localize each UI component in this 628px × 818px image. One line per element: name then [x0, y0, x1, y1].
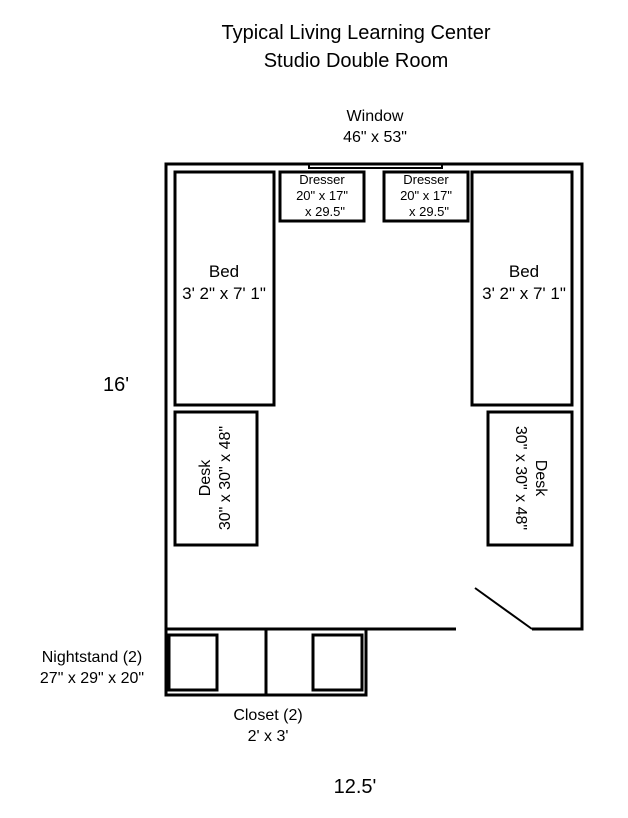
dresser-left-height: x 29.5"	[305, 204, 345, 219]
nightstand-label: Nightstand (2)	[42, 649, 143, 666]
closet-label: Closet (2)	[233, 707, 302, 724]
window	[308, 163, 443, 169]
room-length: 16'	[103, 374, 129, 396]
desk-right-label: Desk	[532, 460, 549, 497]
window-label: Window	[347, 108, 404, 125]
door	[474, 587, 533, 630]
dresser-left	[278, 170, 366, 223]
window-size: 46" x 53"	[343, 129, 407, 146]
title-line-2: Studio Double Room	[264, 50, 449, 72]
bed-right-label: Bed	[509, 262, 539, 281]
desk-right	[486, 410, 574, 547]
dresser-right-size: 20" x 17"	[400, 188, 452, 203]
nightstand-right	[311, 633, 364, 692]
dresser-right-height: x 29.5"	[409, 204, 449, 219]
dresser-right-label: Dresser	[403, 172, 449, 187]
nightstand-size: 27" x 29" x 20"	[40, 670, 144, 687]
room-walls	[164, 162, 584, 631]
desk-left	[173, 410, 259, 547]
desk-left-label: Desk	[197, 459, 214, 496]
bed-left-label: Bed	[209, 262, 239, 281]
desk-right-size: 30" x 30" x 48"	[512, 426, 529, 530]
dresser-left-size: 20" x 17"	[296, 188, 348, 203]
closet-size: 2' x 3'	[248, 728, 289, 745]
bed-right	[470, 170, 574, 407]
dresser-right	[382, 170, 470, 223]
bed-left-size: 3' 2" x 7' 1"	[182, 284, 266, 303]
desk-left-size: 30" x 30" x 48"	[217, 426, 234, 530]
bed-left	[173, 170, 276, 407]
room-width: 12.5'	[334, 776, 377, 798]
nightstand-left	[167, 633, 219, 692]
bed-right-size: 3' 2" x 7' 1"	[482, 284, 566, 303]
title-line-1: Typical Living Learning Center	[221, 22, 490, 44]
dresser-left-label: Dresser	[299, 172, 345, 187]
